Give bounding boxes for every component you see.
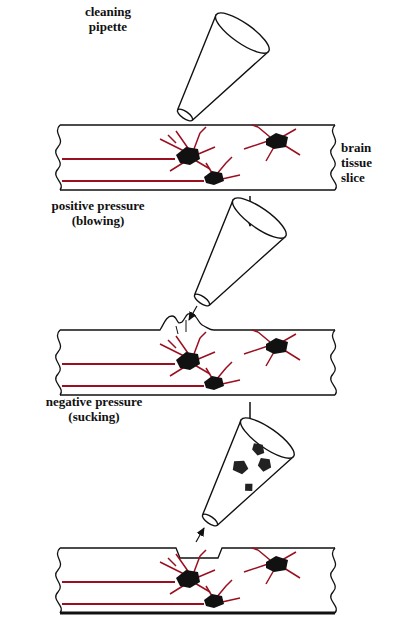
step-label: negative pressure (sucking) bbox=[22, 394, 166, 424]
tissue-slice bbox=[56, 314, 337, 395]
step-label: cleaning pipette bbox=[66, 4, 150, 34]
step-label: brain tissue slice bbox=[341, 140, 393, 185]
pipette bbox=[157, 7, 275, 137]
step-label: positive pressure (blowing) bbox=[28, 198, 168, 228]
pipette bbox=[174, 192, 292, 322]
pipette bbox=[182, 412, 300, 542]
tissue-slice bbox=[56, 125, 337, 190]
tissue-slice bbox=[56, 548, 337, 613]
flow-arrow bbox=[196, 528, 204, 542]
